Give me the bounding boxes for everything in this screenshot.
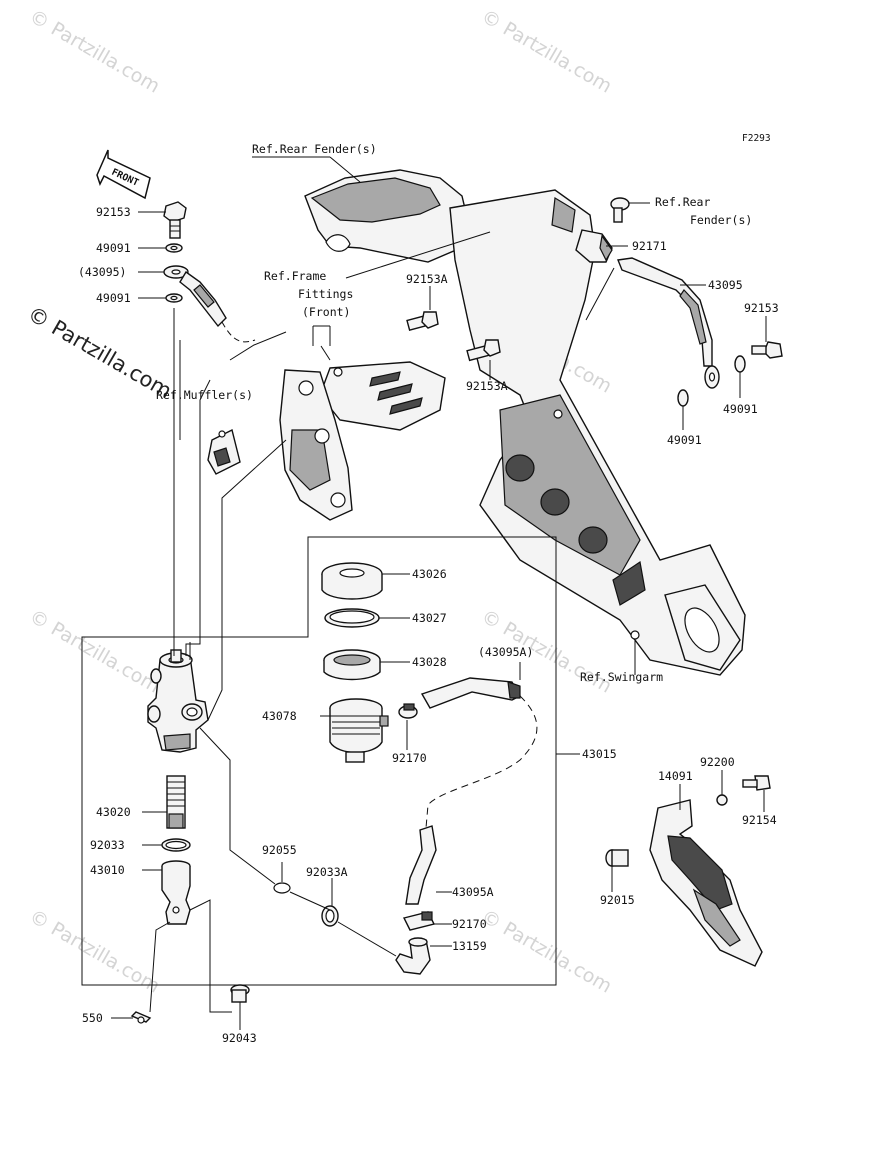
figure-code: F2293 xyxy=(742,133,771,144)
label-92170-bottom: 92170 xyxy=(452,917,487,931)
label-43027: 43027 xyxy=(412,611,447,625)
muffler-shape xyxy=(449,189,746,676)
hose-43095A-top xyxy=(420,677,538,829)
hose-43095-left xyxy=(163,265,256,343)
ref-frame-fittings-2: Fittings xyxy=(298,287,353,301)
bolt-92153-right xyxy=(751,341,783,359)
leader-lines xyxy=(111,156,767,1030)
joint-43010 xyxy=(161,860,191,925)
label-92153A-mid: 92153A xyxy=(466,379,508,393)
label-550: 550 xyxy=(82,1011,103,1025)
circlip-92033A xyxy=(321,905,339,927)
label-43095-left: (43095) xyxy=(78,265,126,279)
label-49091-right-b: 49091 xyxy=(667,433,702,447)
bolt-92154 xyxy=(742,775,771,791)
ref-swingarm: Ref.Swingarm xyxy=(580,670,663,684)
master-cylinder-box xyxy=(81,536,557,986)
pushrod-43020 xyxy=(166,775,186,829)
clamp-92170-bottom xyxy=(402,911,436,931)
label-43020: 43020 xyxy=(96,805,131,819)
ref-rear-fender-right-1: Ref.Rear xyxy=(655,195,710,209)
label-43078: 43078 xyxy=(262,709,297,723)
watermark-tile: © Partzilla.com xyxy=(478,905,616,997)
clamp-92170-top xyxy=(398,703,418,719)
ref-frame-fittings-3: (Front) xyxy=(302,305,350,319)
ref-rear-fender-top: Ref.Rear Fender(s) xyxy=(252,142,377,156)
oring-92055 xyxy=(273,882,291,894)
clamp-92171 xyxy=(575,229,613,263)
cotter-pin-550 xyxy=(130,1011,152,1024)
label-92200: 92200 xyxy=(700,755,735,769)
muffler-hanger-shape xyxy=(207,428,241,475)
bolt-rear-fender-right xyxy=(610,197,630,223)
label-43095A-top: (43095A) xyxy=(478,645,533,659)
label-43015: 43015 xyxy=(582,747,617,761)
label-49091-right-a: 49091 xyxy=(723,402,758,416)
label-43028: 43028 xyxy=(412,655,447,669)
label-43026: 43026 xyxy=(412,567,447,581)
reservoir-cap-43026 xyxy=(321,562,383,600)
label-92153-right: 92153 xyxy=(744,301,779,315)
washer-49091-right-b xyxy=(677,389,689,407)
label-43010: 43010 xyxy=(90,863,125,877)
label-92153A-top: 92153A xyxy=(406,272,448,286)
label-14091: 14091 xyxy=(658,769,693,783)
label-92171: 92171 xyxy=(632,239,667,253)
ref-muffler: Ref.Muffler(s) xyxy=(156,388,253,402)
label-92033A: 92033A xyxy=(306,865,348,879)
label-43095-right: 43095 xyxy=(708,278,743,292)
bolt-92153A-mid xyxy=(466,339,501,362)
label-49091-left-bottom: 49091 xyxy=(96,291,131,305)
label-92154: 92154 xyxy=(742,813,777,827)
plate-43028 xyxy=(323,649,381,681)
master-cylinder-body xyxy=(147,642,209,753)
label-13159: 13159 xyxy=(452,939,487,953)
ref-rear-fender-right-2: Fender(s) xyxy=(690,213,752,227)
elbow-13159 xyxy=(395,937,431,975)
label-92033: 92033 xyxy=(90,838,125,852)
collar-92015 xyxy=(605,849,629,867)
reservoir-43078 xyxy=(329,698,389,763)
watermark-tile: © Partzilla.com xyxy=(26,5,164,97)
label-92055: 92055 xyxy=(262,843,297,857)
front-arrow-icon: FRONT xyxy=(96,149,151,200)
ref-frame-fittings-1: Ref.Frame xyxy=(264,269,326,283)
frame-bracket-shape xyxy=(279,361,446,521)
rear-fender-shape xyxy=(304,169,472,263)
watermark-tile: © Partzilla.com xyxy=(478,5,616,97)
watermark-tile: © Partzilla.com xyxy=(26,605,164,697)
hose-43095-right xyxy=(617,257,720,389)
bolt-92153-left xyxy=(163,201,187,239)
heel-guard-14091 xyxy=(649,799,763,967)
label-92170-top: 92170 xyxy=(392,751,427,765)
watermark-side: © Partzilla.com xyxy=(24,302,176,404)
washer-49091-right-a xyxy=(734,355,746,373)
washer-92200 xyxy=(716,794,728,806)
label-43095A-bottom: 43095A xyxy=(452,885,494,899)
hose-43095A-bottom xyxy=(405,825,437,905)
watermark-tile: © Partzilla.com xyxy=(26,905,164,997)
label-92153-left: 92153 xyxy=(96,205,131,219)
label-49091-left-top: 49091 xyxy=(96,241,131,255)
bolt-92153A-top xyxy=(406,311,439,332)
pin-92043 xyxy=(230,984,250,1003)
labels: Ref.Rear Fender(s) Ref.Rear Fender(s) Re… xyxy=(78,142,779,1045)
label-92043: 92043 xyxy=(222,1031,257,1045)
label-92015: 92015 xyxy=(600,893,635,907)
